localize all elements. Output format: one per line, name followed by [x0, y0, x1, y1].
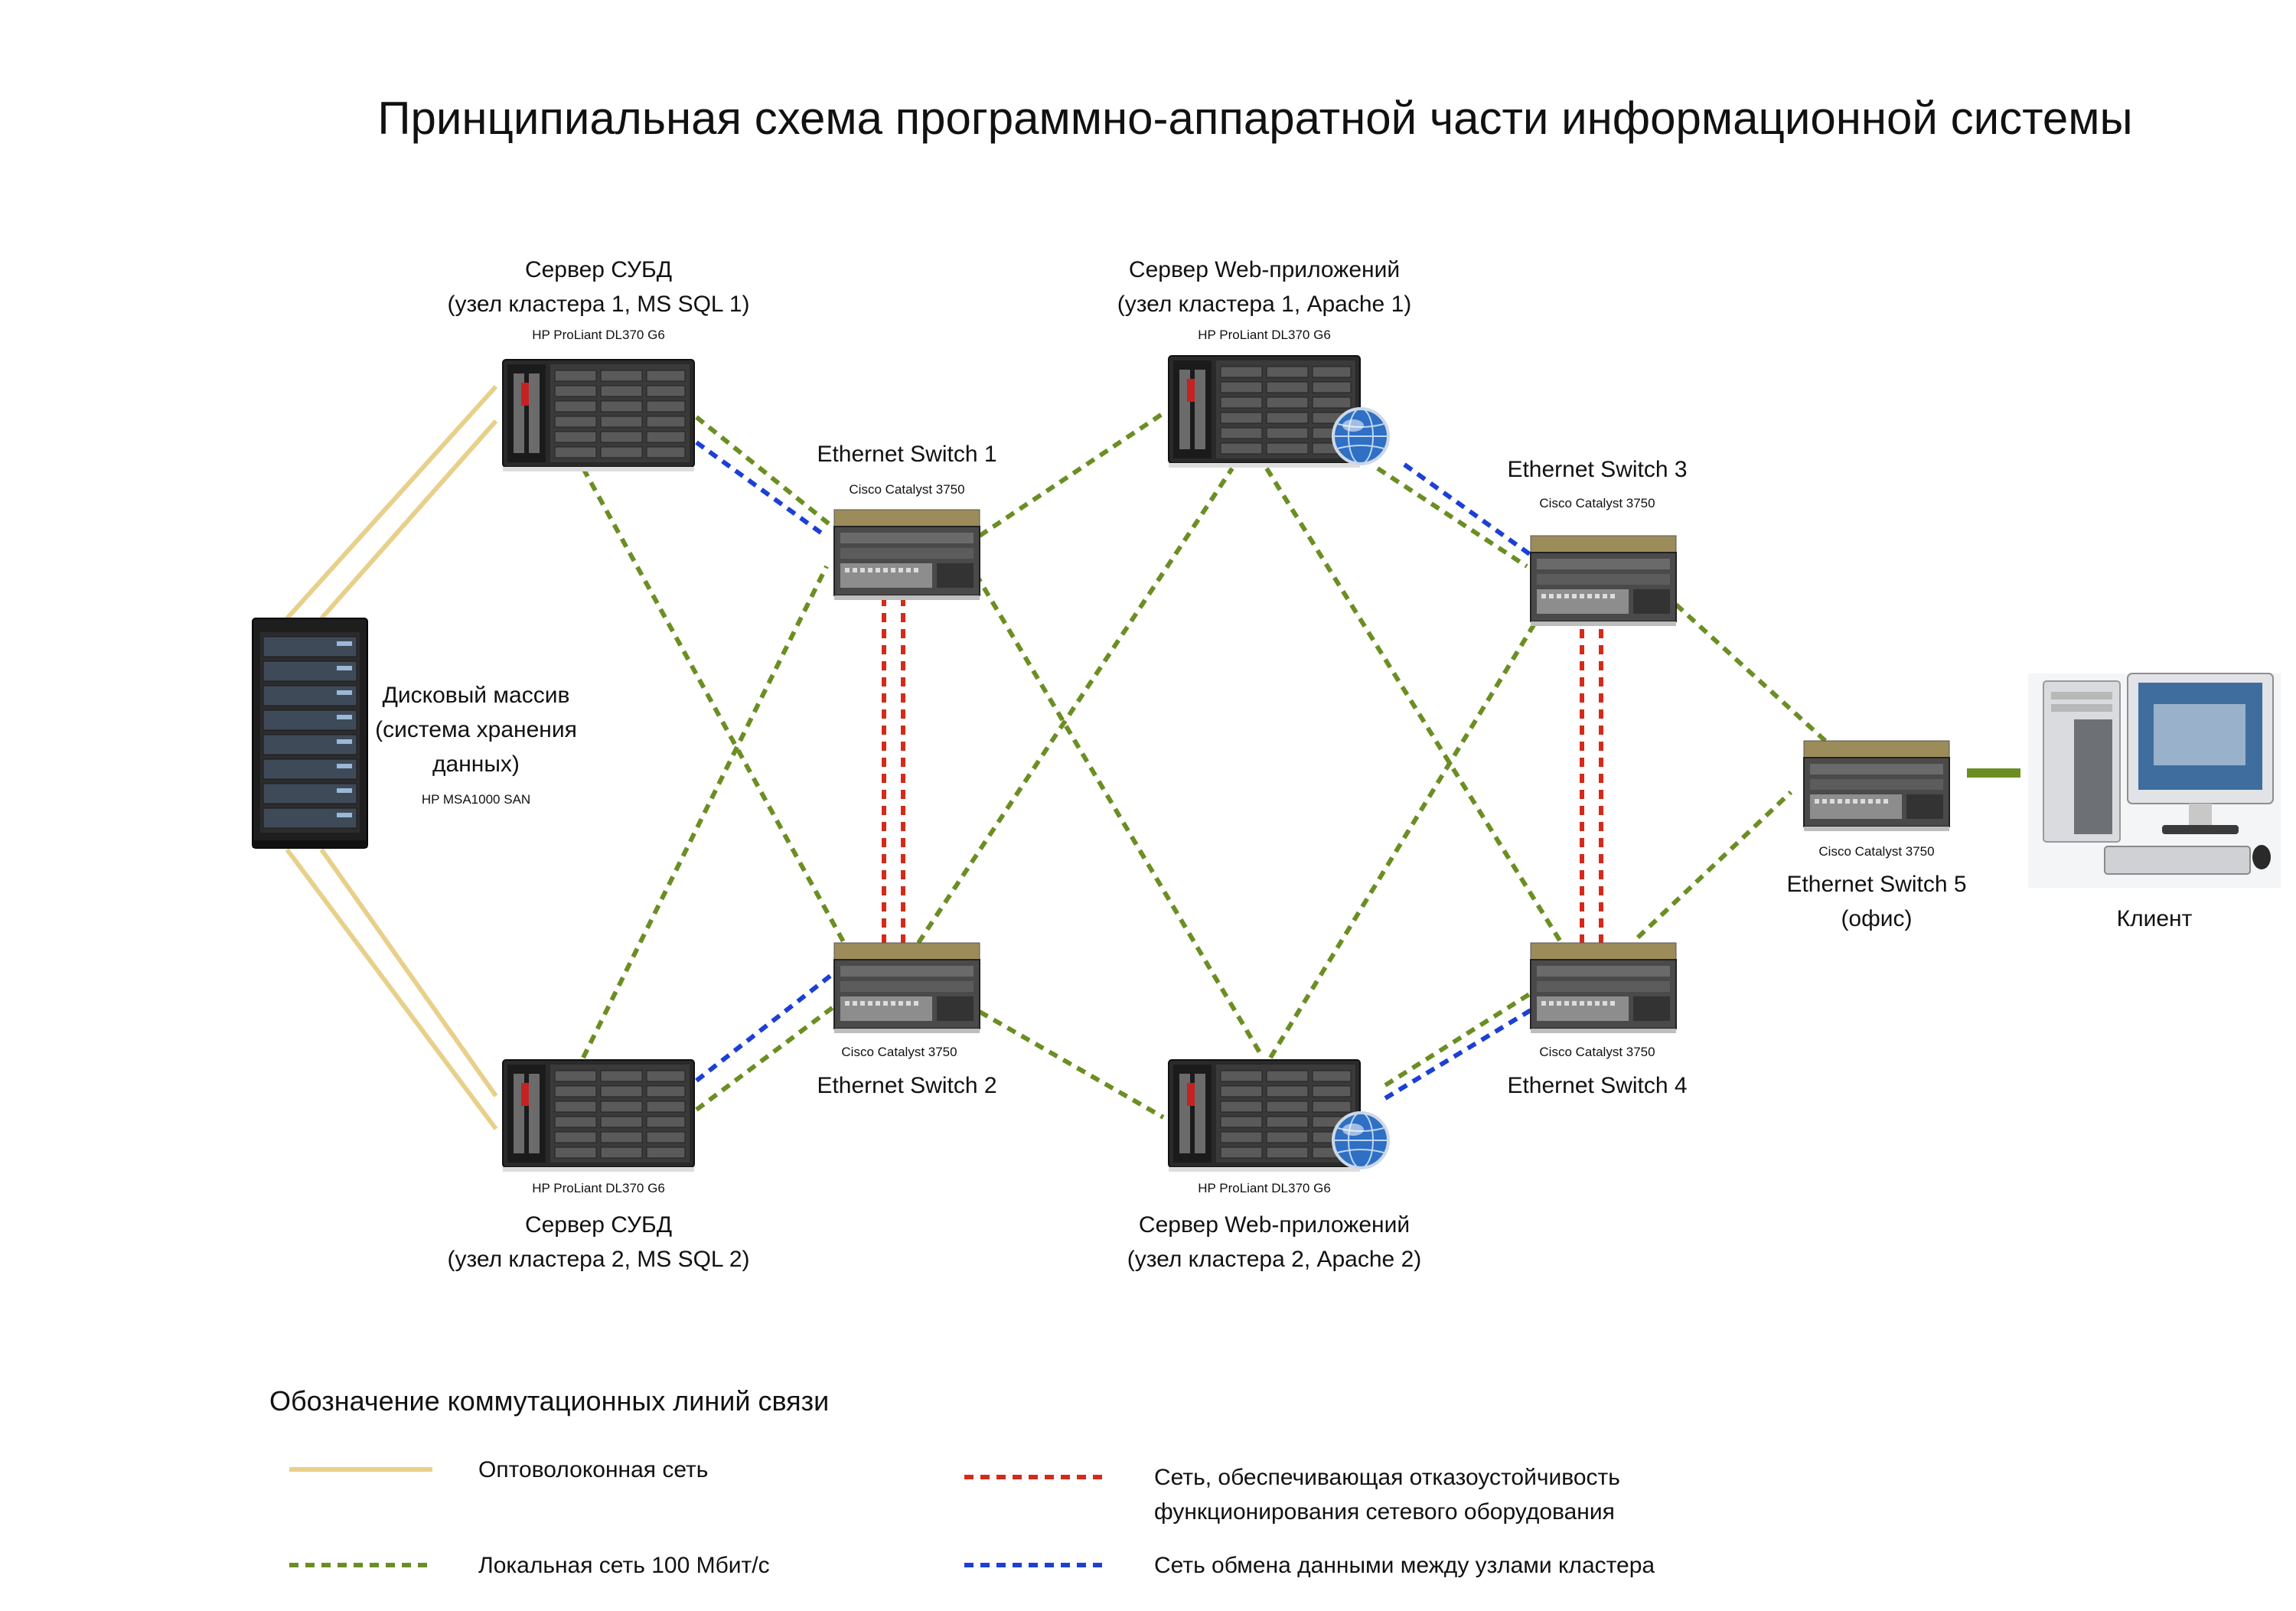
link-cluster-db1-sw1	[695, 440, 827, 538]
network-switch-icon	[1803, 740, 1950, 832]
db-server-2: HP ProLiant DL370 G6 Сервер СУБД (узел к…	[448, 1059, 750, 1272]
db2-label-line2: (узел кластера 2, MS SQL 2)	[448, 1247, 750, 1272]
sw2-name: Ethernet Switch 2	[817, 1073, 996, 1098]
san-label-line2: (система хранения	[375, 717, 577, 742]
client-node: Клиент	[2027, 673, 2281, 931]
web1-label-line1: Сервер Web-приложений	[1129, 257, 1400, 282]
db2-model: HP ProLiant DL370 G6	[532, 1181, 665, 1195]
link-lan-db1-sw1	[695, 415, 836, 530]
rack-server-icon	[502, 1059, 695, 1172]
web1-label-line2: (узел кластера 1, Apache 1)	[1117, 292, 1412, 317]
web2-label-line2: (узел кластера 2, Apache 2)	[1127, 1247, 1422, 1272]
link-lan-web2-sw4	[1384, 991, 1532, 1088]
switch-4: Cisco Catalyst 3750 Ethernet Switch 4	[1507, 942, 1688, 1098]
link-cluster-web1-sw3	[1403, 462, 1532, 557]
sw1-model: Cisco Catalyst 3750	[849, 482, 964, 497]
link-fiber-san-db2	[319, 848, 498, 1097]
web2-model: HP ProLiant DL370 G6	[1198, 1181, 1331, 1195]
web-server-icon	[1168, 355, 1361, 468]
sw3-name: Ethernet Switch 3	[1507, 457, 1687, 482]
links-layer	[285, 384, 2020, 1130]
link-fiber-san-db1	[285, 384, 498, 621]
sw5-name-2: (офис)	[1841, 906, 1912, 931]
link-lan-sw1-web1	[978, 411, 1165, 538]
switch-1: Ethernet Switch 1 Cisco Catalyst 3750	[817, 442, 997, 601]
web-server-1: Сервер Web-приложений (узел кластера 1, …	[1117, 257, 1412, 468]
switch-3: Ethernet Switch 3 Cisco Catalyst 3750	[1507, 457, 1688, 627]
san-label-line3: данных)	[432, 752, 520, 777]
network-switch-icon	[1530, 535, 1677, 627]
diagram-title: Принципиальная схема программно-аппаратн…	[377, 93, 2132, 144]
legend-label-fiber: Оптоволоконная сеть	[478, 1457, 708, 1482]
link-lan-web2-sw3	[1268, 622, 1537, 1059]
db2-label-line1: Сервер СУБД	[525, 1212, 672, 1238]
link-lan-sw4-sw5	[1636, 790, 1793, 940]
link-cluster-db2-sw2	[695, 973, 832, 1083]
link-lan-db2-sw2	[695, 1004, 836, 1112]
web-server-icon	[1168, 1059, 1361, 1172]
link-lan-db1-sw2	[581, 467, 852, 954]
link-lan-sw3-sw5	[1674, 602, 1828, 743]
legend-label-cluster: Сеть обмена данными между узлами кластер…	[1154, 1553, 1655, 1578]
san-label-line1: Дисковый массив	[383, 683, 570, 708]
db1-label-line2: (узел кластера 1, MS SQL 1)	[448, 292, 750, 317]
network-switch-icon	[833, 509, 980, 601]
switch-2: Cisco Catalyst 3750 Ethernet Switch 2	[817, 942, 997, 1098]
db1-model: HP ProLiant DL370 G6	[532, 328, 665, 342]
sw2-model: Cisco Catalyst 3750	[841, 1045, 957, 1059]
san-model: HP MSA1000 SAN	[422, 792, 530, 807]
workstation-icon	[2027, 673, 2281, 889]
link-fiber-san-db2	[285, 848, 498, 1130]
link-lan-web1-sw3	[1376, 466, 1528, 569]
link-lan-sw2-web1	[916, 467, 1234, 944]
legend-label-lan: Локальная сеть 100 Мбит/с	[478, 1553, 770, 1578]
db-server-1: Сервер СУБД (узел кластера 1, MS SQL 1) …	[448, 257, 750, 472]
sw1-name: Ethernet Switch 1	[817, 442, 996, 467]
san-node: Дисковый массив (система хранения данных…	[252, 618, 577, 849]
sw3-model: Cisco Catalyst 3750	[1539, 496, 1655, 510]
link-cluster-web2-sw4	[1384, 1008, 1532, 1101]
sw5-name: Ethernet Switch 5	[1786, 872, 1966, 897]
web1-model: HP ProLiant DL370 G6	[1198, 328, 1331, 342]
client-label: Клиент	[2117, 906, 2193, 931]
link-lan-sw2-web2	[978, 1009, 1165, 1120]
legend: Обозначение коммутационных линий связи О…	[269, 1385, 1655, 1578]
web-server-2: HP ProLiant DL370 G6 Сервер Web-приложен…	[1127, 1059, 1422, 1272]
network-switch-icon	[833, 942, 980, 1034]
legend-title: Обозначение коммутационных линий связи	[269, 1385, 829, 1417]
sw4-model: Cisco Catalyst 3750	[1539, 1045, 1655, 1059]
link-lan-sw1-web2	[974, 572, 1265, 1059]
link-lan-web1-sw4	[1264, 467, 1567, 951]
db1-label-line1: Сервер СУБД	[525, 257, 672, 282]
rack-server-icon	[502, 359, 695, 472]
switch-5: Cisco Catalyst 3750 Ethernet Switch 5 (о…	[1786, 740, 1967, 931]
link-lan-db2-sw1	[581, 565, 829, 1059]
sw4-name: Ethernet Switch 4	[1507, 1073, 1687, 1098]
network-switch-icon	[1530, 942, 1677, 1034]
disk-array-icon	[252, 618, 368, 849]
globe-icon	[1332, 1111, 1390, 1169]
web2-label-line1: Сервер Web-приложений	[1139, 1212, 1410, 1238]
sw5-model: Cisco Catalyst 3750	[1818, 844, 1934, 859]
link-fiber-san-db1	[319, 419, 498, 620]
legend-label-redundancy: Сеть, обеспечивающая отказоустойчивость	[1154, 1465, 1620, 1490]
legend-label-redundancy-2: функционирования сетевого оборудования	[1154, 1499, 1615, 1525]
globe-icon	[1332, 407, 1390, 465]
